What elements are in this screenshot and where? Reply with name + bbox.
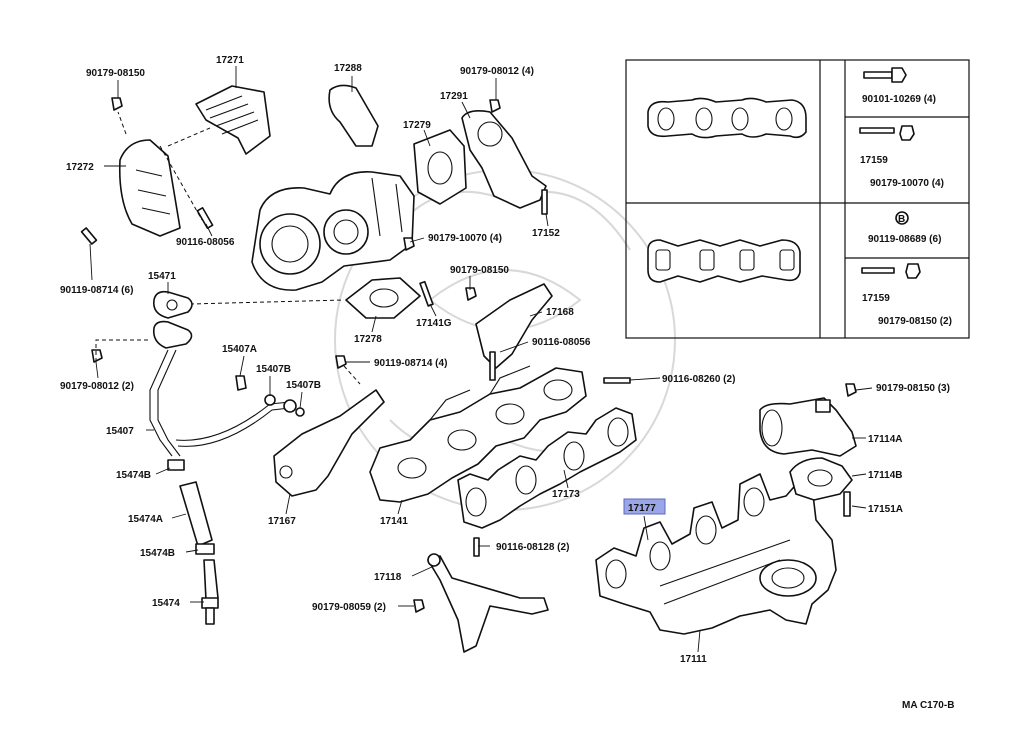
callout[interactable]: 15407B	[256, 364, 291, 375]
heat-insulator-17272	[118, 139, 181, 237]
gasket-15471	[152, 290, 193, 319]
washer-b-icon	[895, 211, 909, 225]
turbine-elbow-17291	[461, 110, 547, 209]
callout[interactable]: 17114B	[868, 470, 902, 481]
oil-lines	[91, 290, 305, 625]
heat-insulator-17167	[273, 389, 385, 497]
union-15474	[203, 559, 219, 601]
gasket-17114B	[789, 457, 853, 501]
inset-callout[interactable]: 90179-08150 (2)	[878, 316, 952, 327]
callout[interactable]: 17168	[546, 307, 574, 318]
callout[interactable]: 17141G	[416, 318, 452, 329]
callout[interactable]: 17118	[374, 572, 402, 583]
gasket-kit-inset	[625, 59, 970, 339]
callout[interactable]: 17288	[334, 63, 362, 74]
nut-icon	[899, 125, 915, 141]
stud-icon	[843, 491, 851, 517]
callout[interactable]: 90179-08150 (3)	[876, 383, 950, 394]
gasket-17279	[413, 129, 467, 205]
callout[interactable]: 17167	[268, 516, 296, 527]
stud-icon	[541, 189, 548, 215]
bolt-icon	[196, 207, 214, 229]
callout[interactable]: 17141	[380, 516, 408, 527]
nut-icon	[905, 263, 921, 279]
heat-insulator-17168	[475, 283, 553, 369]
turbocharger	[189, 84, 548, 319]
callout[interactable]: 17279	[403, 120, 431, 131]
callout[interactable]: 90179-08059 (2)	[312, 602, 386, 613]
elbow-17114A	[759, 397, 857, 457]
callout[interactable]: 17271	[216, 55, 244, 66]
bracket-17118	[413, 537, 549, 653]
inset-callout[interactable]: B	[898, 214, 905, 225]
stud-icon	[861, 267, 895, 274]
callout[interactable]: 90179-08012 (2)	[60, 381, 134, 392]
inset-labels: 90101-10269 (4) 17159 90179-10070 (4) B …	[860, 94, 952, 327]
inset-callout[interactable]: 90179-10070 (4)	[870, 178, 944, 189]
callout[interactable]: 90179-08012 (4)	[460, 66, 534, 77]
callout[interactable]: 90179-10070 (4)	[428, 233, 502, 244]
inset-callout[interactable]: 17159	[862, 293, 890, 304]
inset-gasket-oval	[647, 97, 807, 139]
diagram-code: MA C170-B	[902, 700, 954, 711]
callout[interactable]: 90119-08714 (4)	[374, 358, 447, 369]
inset-callout[interactable]: 90101-10269 (4)	[862, 94, 936, 105]
callout[interactable]: 17291	[440, 91, 468, 102]
inset-callout[interactable]: 17159	[860, 155, 888, 166]
callout[interactable]: 15407A	[222, 344, 257, 355]
callout[interactable]: 15474B	[116, 470, 151, 481]
exhaust-gasket-17173	[457, 377, 637, 529]
callout[interactable]: 90116-08260 (2)	[662, 374, 735, 385]
callout[interactable]: 17272	[66, 162, 94, 173]
inset-callout[interactable]: 90119-08689 (6)	[868, 234, 941, 245]
nut-icon	[111, 97, 123, 111]
callout[interactable]: 90116-08128 (2)	[496, 542, 569, 553]
stud-icon	[859, 127, 895, 134]
exhaust-manifold-17141	[369, 365, 587, 503]
bolt-icon	[80, 227, 98, 245]
callout[interactable]: 90116-08056	[532, 337, 591, 348]
outlet-elbow-group	[759, 383, 857, 517]
callout[interactable]: 90119-08714 (6)	[60, 285, 133, 296]
callout[interactable]: 15474B	[140, 548, 175, 559]
callout[interactable]: 17151A	[868, 504, 903, 515]
outlet-elbow-17288	[328, 84, 379, 147]
callout[interactable]: 90179-08150	[450, 265, 509, 276]
callout[interactable]: 15407B	[286, 380, 321, 391]
exhaust-manifold-17111	[595, 473, 837, 635]
callout[interactable]: 17278	[354, 334, 382, 345]
callout[interactable]: 15474	[152, 598, 180, 609]
heat-shields	[273, 283, 553, 497]
callout[interactable]: 90116-08056	[176, 237, 235, 248]
callout[interactable]: 15407	[106, 426, 134, 437]
gasket-17278	[345, 277, 421, 319]
callout[interactable]: 15471	[148, 271, 176, 282]
bolt-icon	[863, 71, 893, 79]
highlighted-part-label[interactable]: 17177	[628, 503, 656, 514]
highlighted-part-box	[623, 498, 666, 515]
stud-icon	[419, 280, 434, 307]
callout[interactable]: 17173	[552, 489, 580, 500]
stud-icon	[603, 377, 631, 384]
callout[interactable]: 15474A	[128, 514, 163, 525]
callout[interactable]: 17111	[680, 654, 707, 665]
callout-labels: 90179-08150 17271 17288 90179-08012 (4) …	[60, 55, 950, 665]
inset-gasket-rect	[647, 239, 801, 283]
callout[interactable]: 17152	[532, 228, 560, 239]
leader-lines	[89, 66, 873, 653]
hose-15474A	[179, 481, 213, 547]
callout[interactable]: 17114A	[868, 434, 902, 445]
callout[interactable]: 90179-08150	[86, 68, 145, 79]
stud-icon	[473, 537, 480, 557]
heat-insulator-group	[80, 85, 271, 245]
bolt-icon	[489, 351, 496, 381]
